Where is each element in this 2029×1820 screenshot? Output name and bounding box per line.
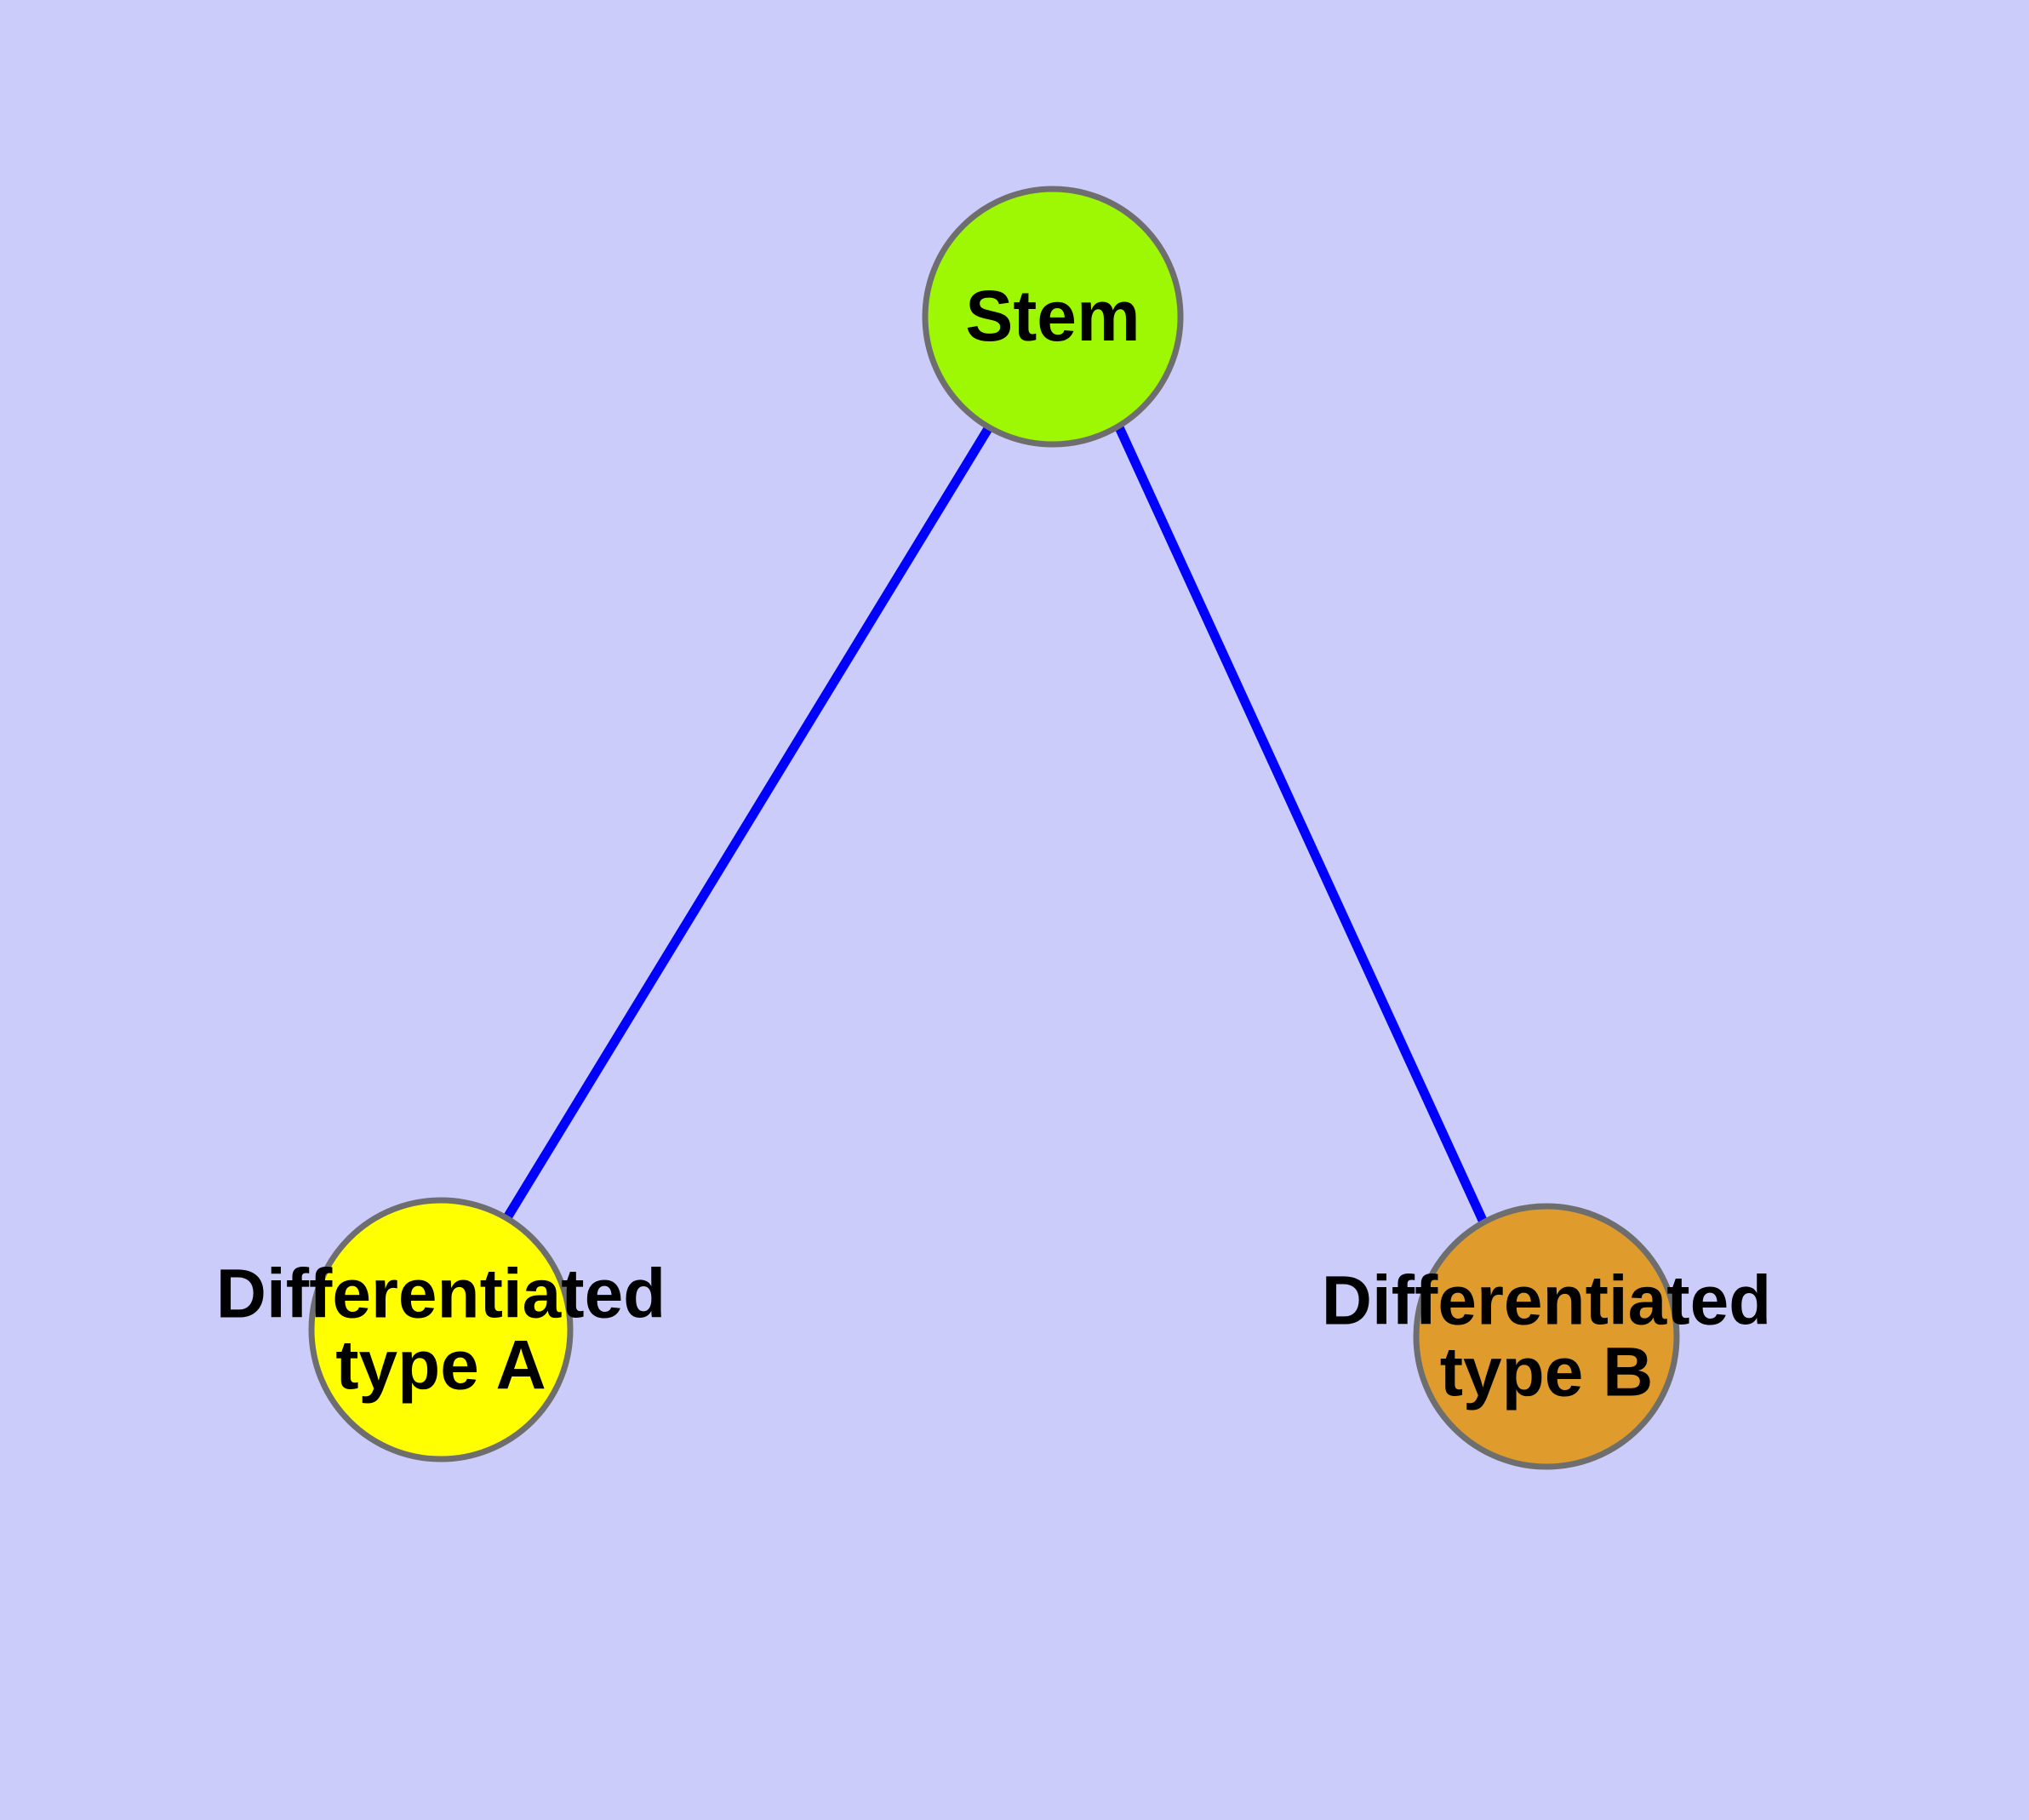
node-circle-diff-b[interactable]: [1413, 1203, 1680, 1470]
edge-layer: [502, 425, 1489, 1228]
node-layer: [308, 186, 1680, 1470]
node-circle-diff-a[interactable]: [308, 1197, 574, 1462]
edge-stem-to-diff-b[interactable]: [1115, 425, 1489, 1228]
edge-stem-to-diff-a[interactable]: [502, 425, 993, 1222]
node-circle-stem[interactable]: [922, 186, 1184, 448]
